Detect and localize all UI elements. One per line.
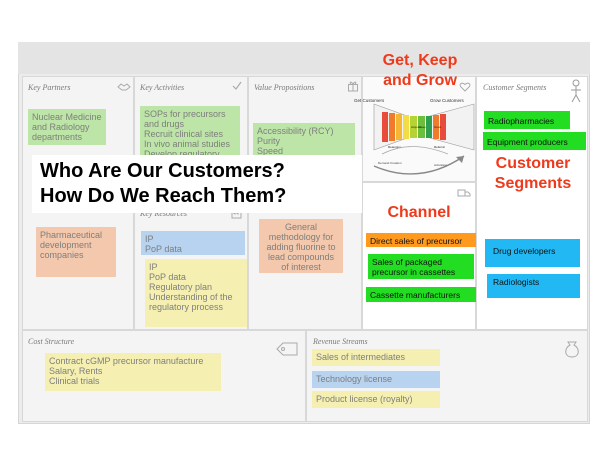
funnel-segment-2 <box>389 113 395 141</box>
key-resources-block: Key Resources IP PoP data IP PoP data Re… <box>134 204 248 330</box>
segment-radiologists: Radiologists <box>487 274 580 298</box>
revenue-intermediates: Sales of intermediates <box>312 349 440 366</box>
heart-icon <box>459 82 471 92</box>
get-keep-grow-line-1: Get, Keep <box>382 52 458 69</box>
gift-icon <box>348 81 358 92</box>
key-resources-ip-2: IP <box>149 262 158 272</box>
key-activities-line-4: Develop regulatory <box>144 149 220 158</box>
segment-drug-developers: Drug developers <box>485 239 580 267</box>
funnel-segment-7 <box>426 116 432 138</box>
key-activities-block: Key Activities SOPs for precursors and d… <box>134 76 248 204</box>
cost-cgmp: Contract cGMP precursor manufacture <box>49 356 204 366</box>
funnel-side-label-2: Activation <box>434 163 447 167</box>
key-resources-pop: PoP data <box>145 244 182 254</box>
value-speed: Speed <box>257 146 284 156</box>
funnel-segment-5 <box>410 116 417 138</box>
get-keep-grow-line-2: and Grow <box>383 72 457 89</box>
key-resources-pop-2: PoP data <box>149 272 186 282</box>
customer-segments-title-1: Customer <box>495 155 571 172</box>
funnel-segment-1 <box>382 112 388 142</box>
get-keep-grow-title: Get, Keep and Grow <box>368 51 472 91</box>
value-accessibility: Accessibility (RCY) <box>257 126 334 136</box>
funnel-segment-8 <box>433 115 439 139</box>
key-resources-header: Key Resources <box>140 209 188 218</box>
funnel-arrowhead <box>456 156 464 163</box>
funnel-segment-3 <box>396 114 402 140</box>
overlay-question-box: Who Are Our Customers? How Do We Reach T… <box>32 155 362 213</box>
revenue-streams-block: Revenue Streams Sales of intermediates T… <box>306 330 588 422</box>
key-resources-ip: IP <box>145 234 154 244</box>
cost-structure-header: Cost Structure <box>28 337 75 346</box>
customer-segments-title-2: Segments <box>494 175 572 192</box>
funnel-tiny-5: Referral <box>434 145 445 149</box>
money-bag-icon <box>565 341 579 358</box>
key-activities-line-3: In vivo animal studies <box>144 139 231 149</box>
revenue-streams-header: Revenue Streams <box>313 337 368 346</box>
revenue-product-license: Product license (royalty) <box>312 391 440 408</box>
key-partners-note-2: Pharmaceutical development companies <box>36 227 116 277</box>
checkmark-icon <box>232 81 242 90</box>
truck-icon <box>457 189 471 197</box>
get-keep-grow-funnel: Get Customers Grow Customers Acquire Kee… <box>354 98 475 175</box>
value-propositions-note-1: Accessibility (RCY) Purity Speed <box>253 123 355 157</box>
cost-salary: Salary, Rents <box>49 366 103 376</box>
key-activities-line-2: Recruit clinical sites <box>144 129 224 139</box>
channel-direct-sales: Direct sales of precursor <box>366 233 476 247</box>
customer-segments-title: Customer Segments <box>476 154 590 194</box>
overlay-line-1: Who Are Our Customers? <box>40 160 285 182</box>
key-partners-block: Key Partners Nuclear Medicine and Radiol… <box>22 76 134 330</box>
canvas-top-band <box>18 42 590 74</box>
funnel-tiny-2: Keep <box>419 125 426 129</box>
key-partners-header: Key Partners <box>28 83 71 92</box>
funnel-right-label: Grow Customers <box>430 98 465 103</box>
customer-segments-header: Customer Segments <box>483 83 547 92</box>
handshake-icon <box>117 83 131 91</box>
funnel-segment-4 <box>403 115 409 139</box>
key-resources-plan: Regulatory plan <box>149 282 213 292</box>
channel-title: Channel <box>387 204 451 221</box>
key-resources-understanding: Understanding of the regulatory process <box>149 292 233 312</box>
channel-packaged-sales: Sales of packaged precursor in cassettes <box>368 254 474 279</box>
key-partners-note-1: Nuclear Medicine and Radiology departmen… <box>28 109 106 145</box>
key-activities-header: Key Activities <box>140 83 185 92</box>
overlay-line-2: How Do We Reach Them? <box>40 185 287 207</box>
funnel-segment-6 <box>418 116 425 138</box>
funnel-tiny-3: Grow <box>434 125 442 129</box>
cost-structure-block: Cost Structure Contract cGMP precursor m… <box>22 330 306 422</box>
funnel-tiny-1: Acquire <box>411 125 422 129</box>
funnel-inner-arc <box>381 146 449 155</box>
key-resources-note-1: IP PoP data <box>141 231 245 255</box>
key-activities-note: SOPs for precursors and drugs Recruit cl… <box>140 106 240 158</box>
funnel-left-label: Get Customers <box>354 98 385 103</box>
funnel-side-label-1: Demand Creation <box>378 161 402 165</box>
channel-cassette-manufacturers: Cassette manufacturers <box>366 287 476 302</box>
key-resources-note-2: IP PoP data Regulatory plan Understandin… <box>145 259 247 327</box>
funnel-segment-9 <box>440 114 446 140</box>
revenue-technology-license: Technology license <box>312 371 440 388</box>
cost-trials: Clinical trials <box>49 376 100 386</box>
key-activities-line-1: SOPs for precursors and drugs <box>144 109 226 129</box>
funnel-tiny-4: Retention <box>388 145 401 149</box>
value-propositions-note-2: General methodology for adding fluorine … <box>259 219 343 273</box>
tag-icon <box>276 342 298 356</box>
funnel-bottom-arrow <box>373 155 465 175</box>
person-icon <box>571 79 581 103</box>
segment-radiopharmacies: Radiopharmacies <box>484 111 570 129</box>
segment-equipment-producers: Equipment producers <box>483 132 586 150</box>
cost-structure-note: Contract cGMP precursor manufacture Sala… <box>45 353 221 391</box>
value-purity: Purity <box>257 136 281 146</box>
value-propositions-header: Value Propositions <box>254 83 315 92</box>
